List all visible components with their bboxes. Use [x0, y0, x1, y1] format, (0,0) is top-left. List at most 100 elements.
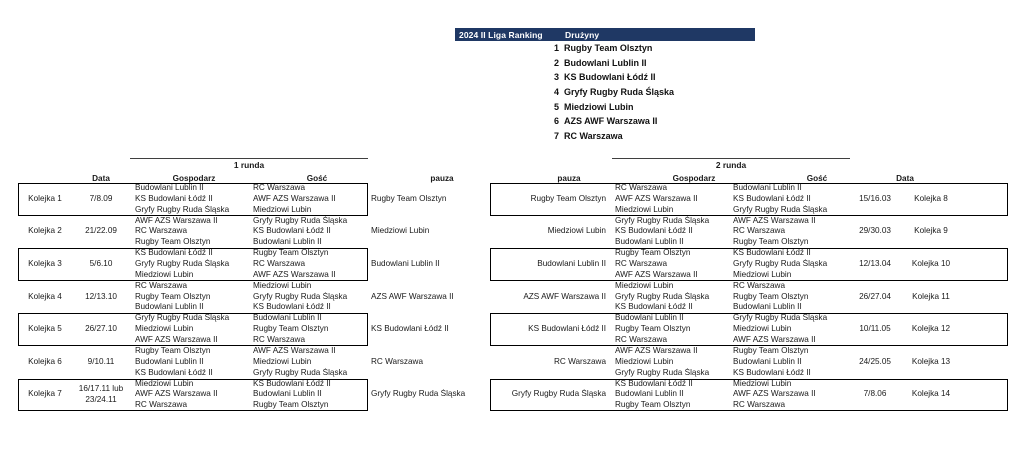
host-left-line: Rugby Team Olsztyn: [135, 291, 211, 301]
kolejka-label-right: Kolejka 10: [904, 248, 958, 281]
guest-left-line: AWF AZS Warszawa II: [253, 346, 336, 356]
ranking-team-name: AZS AWF Warszawa II: [564, 116, 658, 127]
pauza-left: AZS AWF Warszawa II: [366, 281, 488, 314]
header-data-right: Data: [896, 174, 914, 183]
guest-right-line: Budowlani Lublin II: [733, 302, 802, 312]
kolejka-label-left-value: Kolejka 3: [28, 259, 62, 269]
pauza-left: Miedziowi Lubin: [366, 216, 488, 249]
host-right-line: RC Warszawa: [615, 259, 668, 269]
host-left-line: AWF AZS Warszawa II: [135, 335, 218, 345]
round2-highlight-box: [490, 183, 1008, 216]
guest-left-line: KS Budowlani Łódź II: [253, 226, 331, 236]
host-right-line: Gryfy Rugby Ruda Śląska: [615, 215, 710, 225]
ranking-team-name: Miedziowi Lubin: [564, 101, 634, 112]
guest-right-line: KS Budowlani Łódź II: [733, 193, 811, 203]
pauza-left: Gryfy Rugby Ruda Śląska: [366, 379, 488, 412]
kolejka-label-left: Kolejka 3: [18, 248, 72, 281]
host-left-line: Gryfy Rugby Ruda Śląska: [135, 313, 230, 323]
date-left-value: 16/17.11 lub: [78, 384, 124, 394]
guest-left-line: KS Budowlani Łódź II: [253, 302, 331, 312]
guest-left-line: Miedziowi Lubin: [253, 280, 312, 290]
host-right-line: AWF AZS Warszawa II: [615, 346, 698, 356]
ranking-position: 6: [553, 116, 559, 127]
date-right: 15/16.03: [846, 183, 904, 216]
guest-left-line: RC Warszawa: [253, 335, 306, 345]
date-left: 21/22.09: [72, 216, 130, 249]
host-left-line: RC Warszawa: [135, 280, 188, 290]
pauza-right-value: AZS AWF Warszawa II: [523, 291, 606, 301]
date-right-value: 12/13.04: [859, 259, 891, 269]
kolejka-label-left: Kolejka 1: [18, 183, 72, 216]
kolejka-label-right-value: Kolejka 8: [914, 193, 948, 203]
host-right-line: RC Warszawa: [615, 335, 668, 345]
host-right-line: KS Budowlani Łódź II: [615, 378, 693, 388]
date-left-value: 12/13.10: [85, 291, 117, 301]
round1-highlight-box: [18, 248, 368, 281]
guest-left-line: Gryfy Rugby Ruda Śląska: [253, 215, 348, 225]
column-header-row: Data Gospodarz Gość pauza pauza Gospodar…: [18, 170, 1008, 183]
pauza-right-value: Budowlani Lublin II: [537, 259, 606, 269]
host-left-line: KS Budowlani Łódź II: [135, 193, 213, 203]
pauza-right-value: Gryfy Rugby Ruda Śląska: [511, 389, 606, 399]
ranking-team-name: KS Budowlani Łódź II: [564, 72, 656, 83]
pauza-left: Rugby Team Olsztyn: [366, 183, 488, 216]
host-left-line: Gryfy Rugby Ruda Śląska: [135, 204, 230, 214]
kolejka-label-left-value: Kolejka 5: [28, 324, 62, 334]
guest-right-line: Gryfy Rugby Ruda Śląska: [733, 313, 828, 323]
date-left: 26/27.10: [72, 313, 130, 346]
schedule-table: 1 runda 2 runda Data Gospodarz Gość pauz…: [18, 158, 1008, 412]
date-right-value: 24/25.05: [859, 356, 891, 366]
header-gospodarz-right: Gospodarz: [672, 174, 716, 183]
guest-right-line: Miedziowi Lubin: [733, 378, 792, 388]
guest-right-line: Budowlani Lublin II: [733, 356, 802, 366]
date-left-value: 5/6.10: [89, 259, 113, 269]
guest-left-line: RC Warszawa: [253, 183, 306, 193]
round2-highlight-box: [490, 313, 1008, 346]
ranking-position: 3: [553, 72, 559, 83]
header-gosc-right: Gość: [806, 174, 828, 183]
guest-left-line: Miedziowi Lubin: [253, 356, 312, 366]
kolejka-label-right: Kolejka 11: [904, 281, 958, 314]
host-right-line: Miedziowi Lubin: [615, 204, 674, 214]
kolejka-label-left: Kolejka 7: [18, 379, 72, 412]
host-right-line: Miedziowi Lubin: [615, 280, 674, 290]
round1-title: 1 runda: [130, 158, 368, 170]
host-right-line: Rugby Team Olsztyn: [615, 248, 691, 258]
date-left-value: 21/22.09: [85, 226, 117, 236]
header-pauza-left: pauza: [430, 174, 454, 183]
date-right: 10/11.05: [846, 313, 904, 346]
date-right-value: 10/11.05: [859, 324, 891, 334]
guest-right-line: Rugby Team Olsztyn: [733, 346, 809, 356]
guest-left-line: KS Budowlani Łódź II: [253, 378, 331, 388]
host-left-line: KS Budowlani Łódź II: [135, 367, 213, 377]
guest-right-line: Gryfy Rugby Ruda Śląska: [733, 259, 828, 269]
ranking-position: 2: [553, 57, 559, 68]
guest-left-line: RC Warszawa: [253, 259, 306, 269]
host-right-line: Budowlani Lublin II: [615, 237, 684, 247]
kolejka-label-right: Kolejka 13: [904, 346, 958, 379]
kolejka-label-right: Kolejka 9: [904, 216, 958, 249]
date-left: 7/8.09: [72, 183, 130, 216]
guest-right-line: Rugby Team Olsztyn: [733, 291, 809, 301]
guest-right-line: Budowlani Lublin II: [733, 183, 802, 193]
round2-title: 2 runda: [612, 158, 850, 170]
